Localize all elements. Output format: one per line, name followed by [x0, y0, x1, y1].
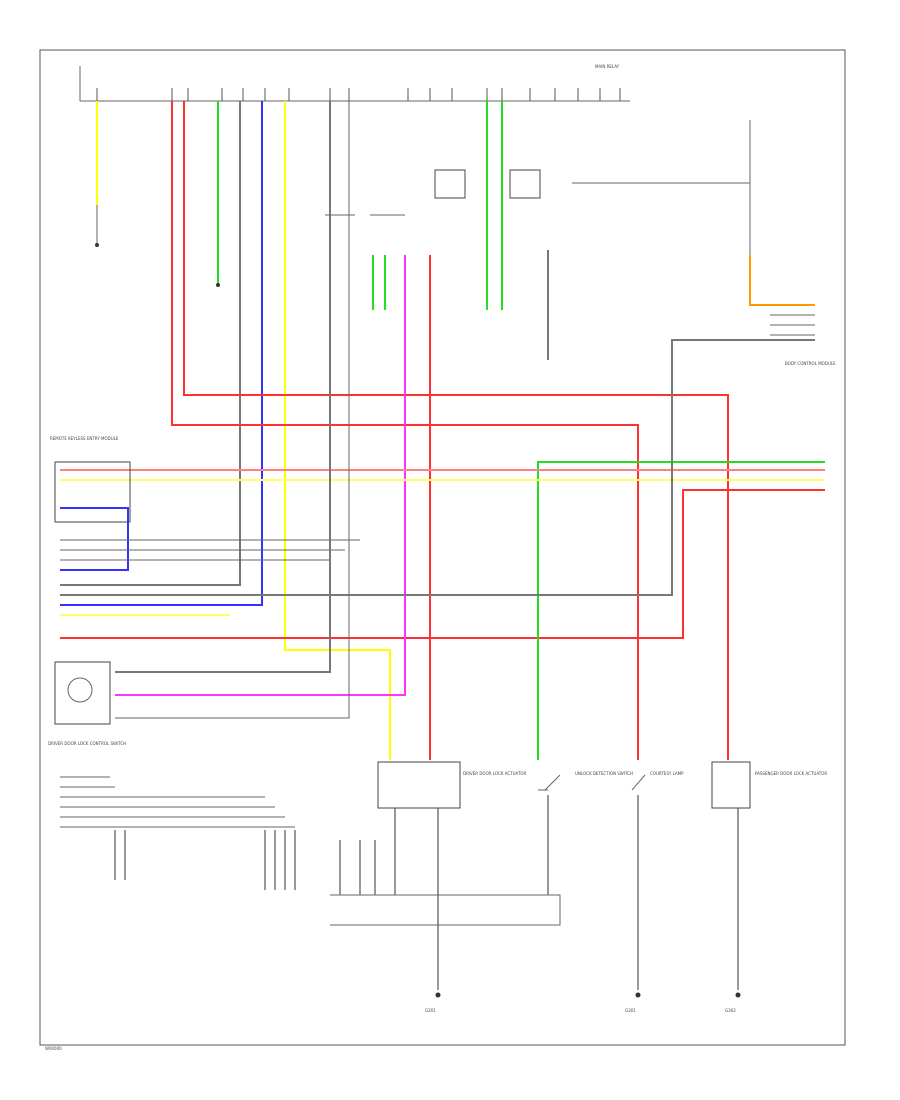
bottom-bus — [330, 894, 561, 926]
right-module-label: BODY CONTROL MODULE — [785, 361, 836, 366]
ground-label-1: G201 — [425, 1008, 436, 1013]
wire-gray-long — [60, 339, 815, 596]
wire-red-1 — [183, 101, 729, 760]
ground-node-left — [95, 243, 99, 247]
top-connector-stubs — [96, 88, 621, 101]
ground-label-3: G302 — [725, 1008, 736, 1013]
wire-gray-2 — [115, 101, 331, 673]
wire-green-long — [537, 461, 825, 760]
diagram-frame — [39, 49, 846, 1046]
left-switch-circle — [67, 677, 93, 703]
relay-box-2 — [509, 169, 541, 199]
switch-symbol-1 — [538, 774, 561, 791]
left-switch-label: DRIVER DOOR LOCK CONTROL SWITCH — [48, 741, 126, 746]
green-node — [216, 283, 220, 287]
top-right-header: MAIN RELAY — [595, 64, 620, 69]
actuator-label-1: DRIVER DOOR LOCK ACTUATOR — [463, 771, 527, 776]
switch-unlock-label: UNLOCK DETECTION SWITCH — [575, 771, 633, 776]
door-lamp-label: COURTESY LAMP — [650, 771, 684, 776]
right-module-lines — [770, 314, 815, 336]
wire-blue-loop — [60, 507, 129, 571]
actuator-box-1 — [377, 761, 461, 809]
switch-symbol-2 — [631, 774, 646, 791]
actuator-box-2 — [711, 761, 751, 809]
footer-code: W00000 — [45, 1046, 62, 1051]
ground-2 — [635, 992, 641, 998]
wire-yellow-long — [284, 101, 391, 760]
wire-blue — [60, 101, 263, 606]
wire-orange — [749, 255, 815, 306]
ground-1 — [435, 992, 441, 998]
left-module-label: REMOTE KEYLESS ENTRY MODULE — [50, 436, 119, 441]
lower-wires — [114, 795, 739, 990]
relay-box-1 — [434, 169, 466, 199]
left-module-box — [54, 461, 131, 523]
ground-3 — [735, 992, 741, 998]
wire-gray-1 — [60, 101, 241, 586]
wire-gray-3 — [115, 101, 350, 719]
left-bottom-wires — [60, 776, 295, 828]
ground-label-2: G301 — [625, 1008, 636, 1013]
wire-red-4 — [60, 489, 825, 639]
left-switch-box — [54, 661, 111, 725]
wire-green-connector — [372, 255, 386, 310]
wire-magenta — [115, 255, 406, 696]
actuator-label-2: PASSENGER DOOR LOCK ACTUATOR — [755, 771, 827, 776]
